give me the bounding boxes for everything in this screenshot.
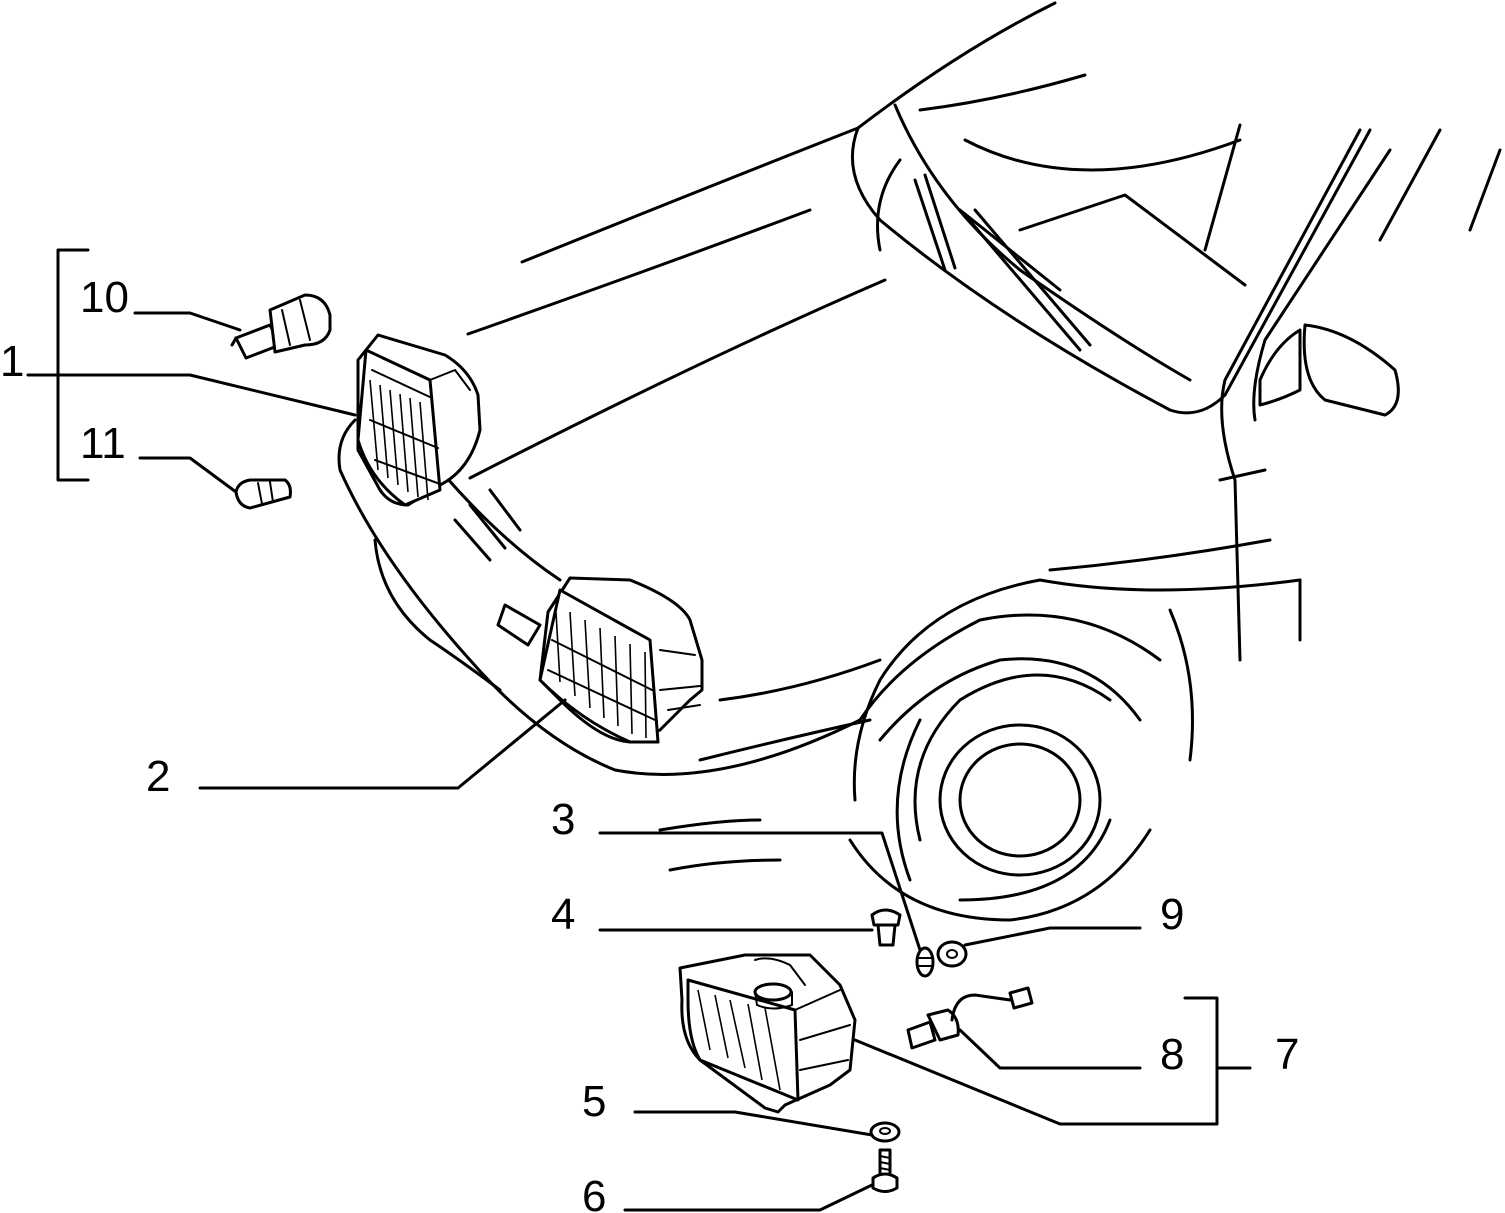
clip-3 [915,946,935,978]
bulb-wedge [234,478,292,510]
callout-5: 5 [582,1077,607,1126]
callout-6: 6 [582,1172,607,1213]
callout-10: 10 [80,273,129,322]
car-body [337,1,1502,922]
washer-5 [869,1121,901,1143]
callout-4: 4 [551,890,576,939]
callout-1: 1 [0,337,25,386]
callout-2: 2 [146,752,171,801]
screw-4 [870,908,902,947]
headlamp-upper [356,333,482,507]
callout-7: 7 [1275,1030,1300,1079]
fog-lamp [678,953,857,1114]
leader-lines [26,248,1252,1212]
bolt-6 [871,1148,899,1193]
callout-3: 3 [551,795,576,844]
callout-8: 8 [1160,1030,1185,1079]
callout-11: 11 [80,419,126,468]
callout-9: 9 [1160,890,1185,939]
bulb-with-wire [906,986,1034,1050]
nut-9 [936,940,968,968]
bulb-h-type [230,293,332,360]
headlamp-lower [538,576,704,744]
